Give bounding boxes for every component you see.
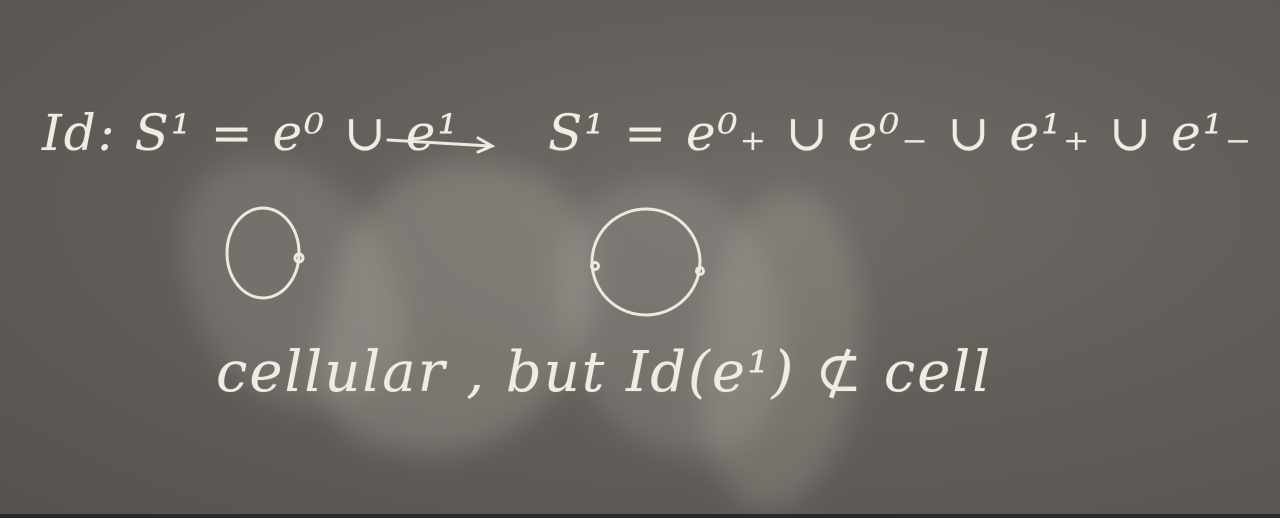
board-bottom-edge: [0, 514, 1280, 518]
identity-map-domain: Id: S¹ = e⁰ ∪ e¹: [42, 104, 460, 162]
circle-two-vertices-icon: [590, 207, 705, 317]
arrow-icon: [386, 136, 496, 154]
circle-one-vertex-icon: [225, 206, 305, 300]
identity-map-codomain: S¹ = e⁰₊ ∪ e⁰₋ ∪ e¹₊ ∪ e¹₋: [548, 104, 1254, 162]
cellular-remark: cellular , but Id(e¹) ⊄ cell: [216, 340, 993, 405]
